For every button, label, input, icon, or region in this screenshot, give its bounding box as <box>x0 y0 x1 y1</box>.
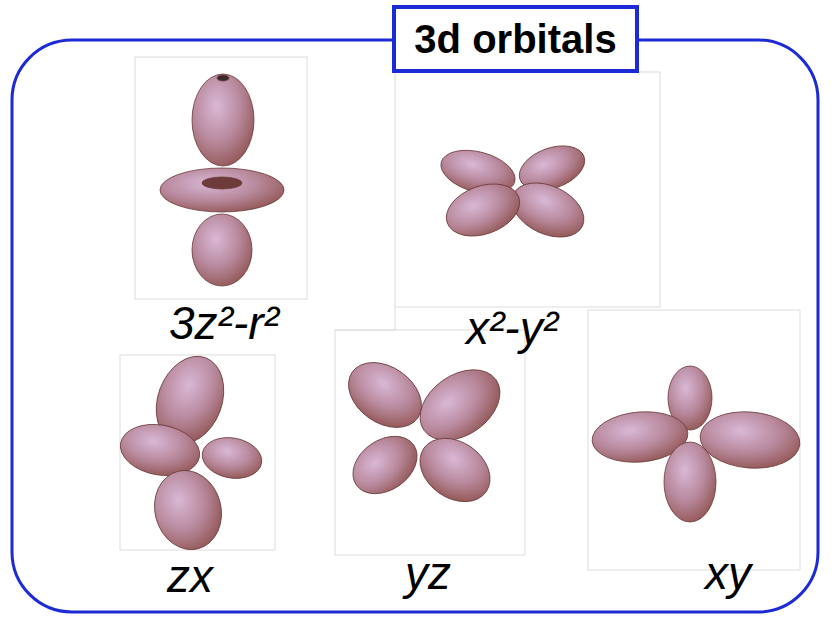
frame <box>12 40 818 612</box>
orbital-label: x²-y² <box>466 305 558 351</box>
orbital-label: xy <box>705 550 751 596</box>
panels <box>120 57 800 570</box>
orbital-label: zx <box>167 553 213 599</box>
orbital-lobes <box>116 74 802 557</box>
orbital-label: 3z²-r² <box>169 300 279 346</box>
orbital-label: yz <box>405 550 451 596</box>
title: 3d orbitals <box>392 5 639 73</box>
